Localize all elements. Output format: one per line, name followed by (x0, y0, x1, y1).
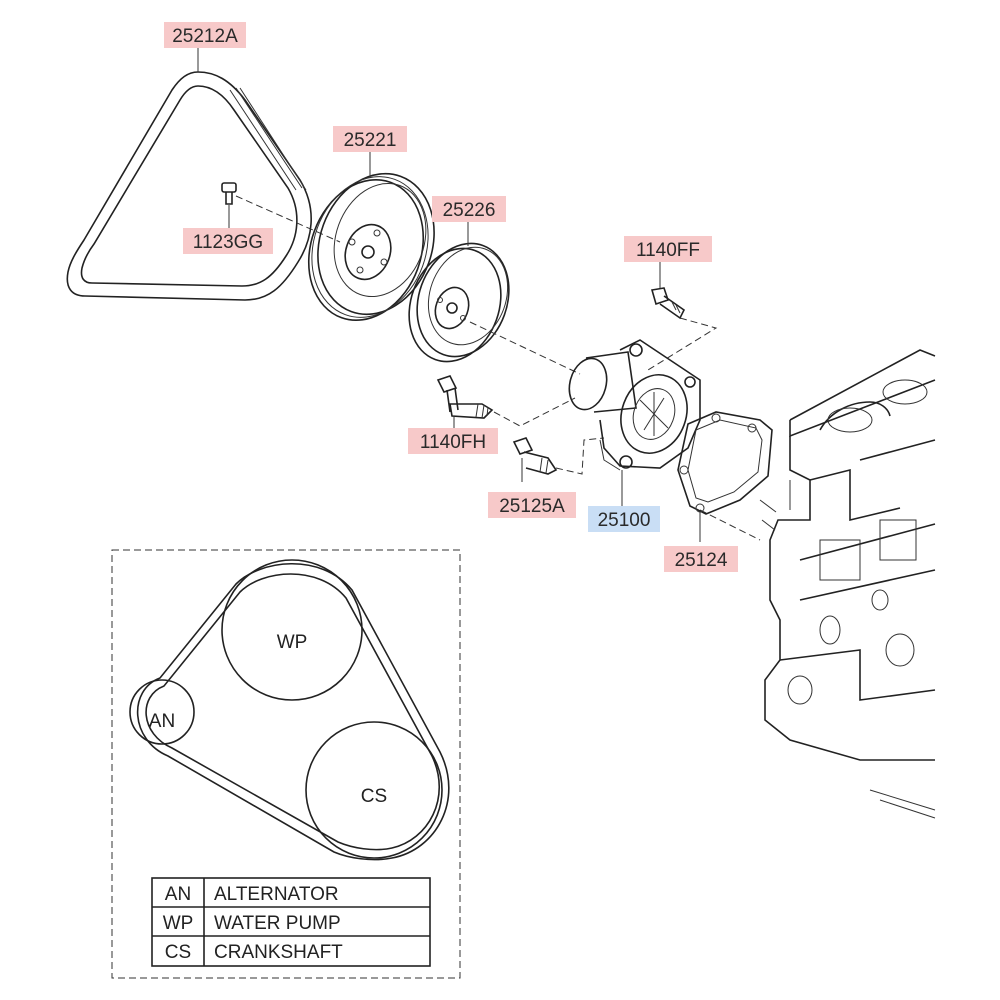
label-25125a[interactable]: 25125A (488, 492, 576, 518)
label-25221[interactable]: 25221 (333, 126, 407, 152)
pulley-cs-circle (305, 721, 443, 859)
svg-text:1140FH: 1140FH (420, 432, 486, 453)
dash-1123gg (235, 195, 341, 243)
engine-block (759, 349, 936, 819)
svg-text:25125A: 25125A (499, 496, 565, 517)
svg-text:25212A: 25212A (172, 26, 238, 47)
pulley-25221[interactable] (290, 157, 454, 336)
svg-text:25221: 25221 (344, 130, 397, 151)
label-25124[interactable]: 25124 (664, 546, 738, 572)
pulley-an-circle (129, 679, 195, 745)
pulley-25226[interactable] (394, 230, 524, 374)
legend-name-water-pump: WATER PUMP (214, 913, 341, 934)
svg-text:1140FF: 1140FF (636, 240, 700, 261)
legend-name-alternator: ALTERNATOR (214, 884, 339, 905)
label-1140ff[interactable]: 1140FF (624, 236, 712, 262)
drive-belt[interactable] (66, 71, 312, 301)
label-25100[interactable]: 25100 (588, 506, 660, 532)
legend-table: AN ALTERNATOR WP WATER PUMP CS CRANKSHAF… (151, 877, 431, 967)
svg-text:1123GG: 1123GG (193, 232, 263, 253)
pulley-wp-label: WP (277, 632, 308, 653)
svg-text:25124: 25124 (675, 550, 728, 571)
svg-text:25100: 25100 (598, 510, 651, 531)
dash-1140ff (647, 317, 718, 371)
dash-gasket-block (699, 509, 761, 541)
routing-belt-outer (136, 563, 450, 861)
belt-routing-panel: WP AN CS AN ALTERNATOR WP WATER PUMP CS … (111, 549, 461, 979)
bolt-1140fh[interactable] (436, 375, 494, 419)
pulley-an-label: AN (149, 711, 175, 732)
legend-code-wp: WP (163, 913, 194, 934)
pulley-cs-label: CS (361, 786, 387, 807)
dash-pulley-pump (469, 321, 581, 375)
label-25212a[interactable]: 25212A (164, 22, 246, 48)
legend-code-cs: CS (165, 942, 191, 963)
bolt-1140ff[interactable] (650, 287, 686, 320)
label-25226[interactable]: 25226 (432, 196, 506, 222)
routing-belt-inner (145, 573, 441, 851)
label-1123gg[interactable]: 1123GG (183, 228, 273, 254)
pulley-wp-circle (221, 559, 363, 701)
dash-1140fh (493, 397, 576, 427)
legend-code-an: AN (165, 884, 191, 905)
dash-25125a (555, 437, 605, 475)
bolt-25125a[interactable] (512, 437, 558, 475)
gasket-25124[interactable] (677, 411, 773, 515)
label-1140fh[interactable]: 1140FH (408, 428, 498, 454)
bolt-1123gg[interactable] (221, 182, 237, 205)
water-pump-25100[interactable] (564, 339, 701, 471)
svg-text:25226: 25226 (443, 200, 496, 221)
legend-name-crankshaft: CRANKSHAFT (214, 942, 343, 963)
